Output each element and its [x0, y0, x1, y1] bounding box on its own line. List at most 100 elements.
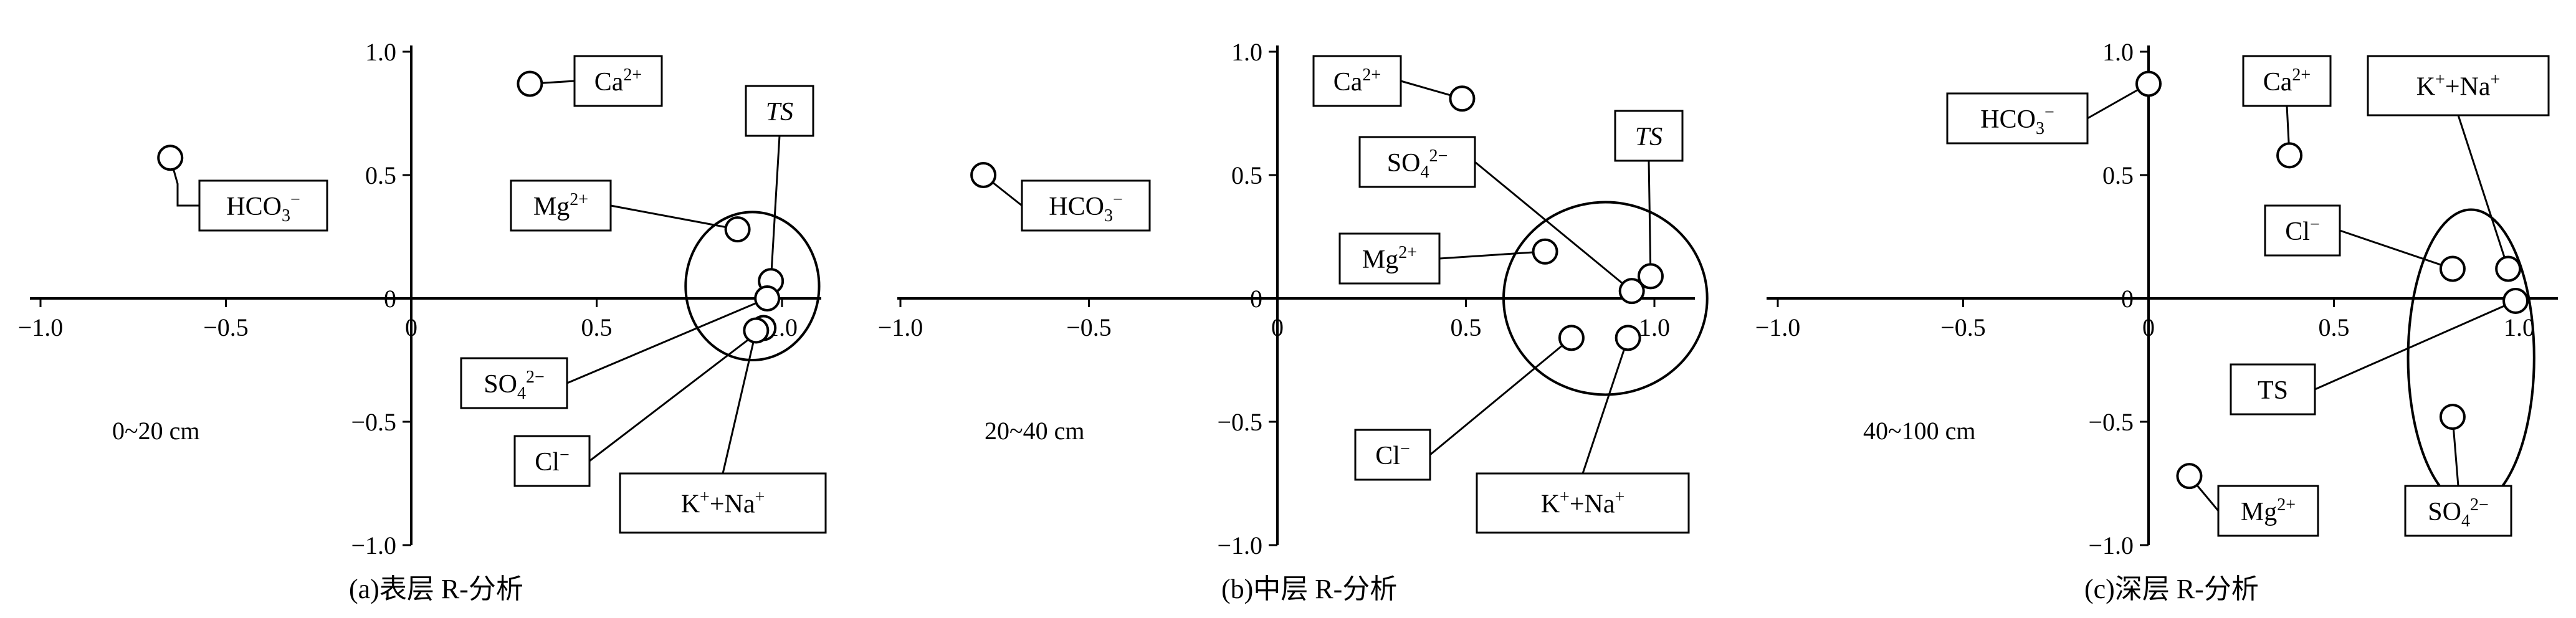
- x-tick-label: −0.5: [203, 313, 249, 341]
- label-box: [573, 55, 663, 107]
- data-point: [2439, 404, 2466, 430]
- label-box: [1476, 472, 1690, 534]
- y-tick-label: −1.0: [351, 531, 396, 559]
- point-label: SO42−: [2428, 495, 2489, 531]
- depth-label: 40~100 cm: [1863, 417, 1976, 445]
- label-box: [745, 85, 814, 137]
- point-label: Mg2+: [2241, 495, 2296, 526]
- point-label: TS: [1635, 123, 1662, 151]
- x-tick-label: −1.0: [18, 313, 64, 341]
- leader-line: [722, 330, 757, 474]
- y-tick-label: −0.5: [351, 408, 396, 436]
- label-box: [1946, 92, 2089, 145]
- point-label: Mg2+: [1362, 243, 1417, 274]
- data-point: [2502, 287, 2529, 314]
- data-point: [743, 317, 770, 344]
- label-box: [198, 179, 328, 232]
- y-tick-label: −0.5: [1217, 408, 1262, 436]
- label-box: [2367, 55, 2550, 116]
- y-tick-label: 1.0: [1231, 38, 1262, 66]
- label-box: [2217, 485, 2319, 537]
- point-label: Ca2+: [594, 65, 642, 97]
- data-point: [1618, 278, 1645, 305]
- cluster-ellipse: [2407, 208, 2535, 507]
- point-label: Ca2+: [1333, 65, 1381, 97]
- data-point: [1637, 263, 1664, 290]
- leader-line: [589, 327, 765, 462]
- data-point: [2176, 463, 2203, 490]
- x-tick-label: 0: [405, 313, 417, 341]
- leader-line: [770, 135, 781, 282]
- leader-line: [1474, 161, 1633, 292]
- point-label: K++Na+: [681, 488, 765, 519]
- leader-line: [566, 297, 768, 384]
- panel-caption: (b)中层 R-分析: [1221, 574, 1397, 604]
- x-tick-label: 1.0: [2504, 313, 2535, 341]
- label-box: [2264, 204, 2341, 257]
- label-box: [1614, 110, 1684, 162]
- point-label: Cl−: [2285, 215, 2319, 246]
- data-point: [1558, 325, 1585, 351]
- x-tick-label: 0.5: [1451, 313, 1482, 341]
- point-label: Mg2+: [533, 190, 588, 221]
- label-box: [619, 472, 827, 534]
- point-label: Cl−: [1375, 439, 1410, 470]
- y-tick-label: 0.5: [2102, 161, 2134, 189]
- point-label: Cl−: [535, 445, 569, 477]
- x-tick-label: 0: [2142, 313, 2155, 341]
- data-point: [1532, 238, 1558, 265]
- point-label: TS: [2258, 376, 2288, 405]
- leader-line: [169, 157, 199, 207]
- data-point: [2135, 70, 2162, 97]
- point-label: K++Na+: [2416, 70, 2501, 102]
- y-tick-label: −0.5: [2088, 408, 2134, 436]
- y-tick-label: 0.5: [1231, 161, 1262, 189]
- y-tick-label: 1.0: [365, 38, 396, 66]
- leader-line: [1648, 160, 1652, 277]
- data-point: [157, 145, 184, 171]
- label-box: [2230, 363, 2316, 416]
- leader-line: [610, 204, 738, 231]
- point-label: K++Na+: [1541, 488, 1625, 519]
- point-label: HCO3−: [226, 190, 300, 226]
- x-tick-label: 0.5: [581, 313, 613, 341]
- x-tick-label: −1.0: [1755, 313, 1801, 341]
- data-point: [2439, 255, 2466, 282]
- data-point: [1615, 325, 1641, 351]
- label-box: [513, 435, 591, 487]
- label-box: [510, 179, 612, 232]
- label-box: [1021, 179, 1151, 232]
- label-box: [2404, 485, 2512, 537]
- x-tick-label: 0: [1271, 313, 1284, 341]
- depth-label: 20~40 cm: [985, 417, 1085, 445]
- leader-line: [2314, 300, 2516, 391]
- point-label: Ca2+: [2263, 65, 2311, 97]
- data-point: [2495, 255, 2522, 282]
- x-tick-label: −0.5: [1066, 313, 1112, 341]
- x-tick-label: −1.0: [878, 313, 923, 341]
- y-tick-label: 0: [2121, 285, 2134, 313]
- data-point: [1449, 85, 1476, 112]
- y-tick-label: 0.5: [365, 161, 396, 189]
- cluster-ellipse: [1502, 201, 1709, 396]
- leader-line: [1581, 337, 1629, 474]
- point-label: TS: [766, 98, 793, 126]
- depth-label: 0~20 cm: [112, 417, 200, 445]
- label-box: [2242, 55, 2332, 107]
- point-label: HCO3−: [1049, 190, 1122, 226]
- leader-line: [2339, 229, 2453, 270]
- cluster-ellipse: [684, 211, 821, 362]
- y-tick-label: 0: [1250, 285, 1262, 313]
- data-point: [970, 162, 997, 188]
- y-tick-label: 1.0: [2102, 38, 2134, 66]
- label-box: [1358, 136, 1476, 188]
- label-box: [1338, 232, 1441, 285]
- point-label: SO42−: [484, 368, 545, 403]
- leader-line: [1429, 337, 1572, 456]
- data-point: [724, 216, 751, 243]
- leader-line: [1439, 250, 1545, 260]
